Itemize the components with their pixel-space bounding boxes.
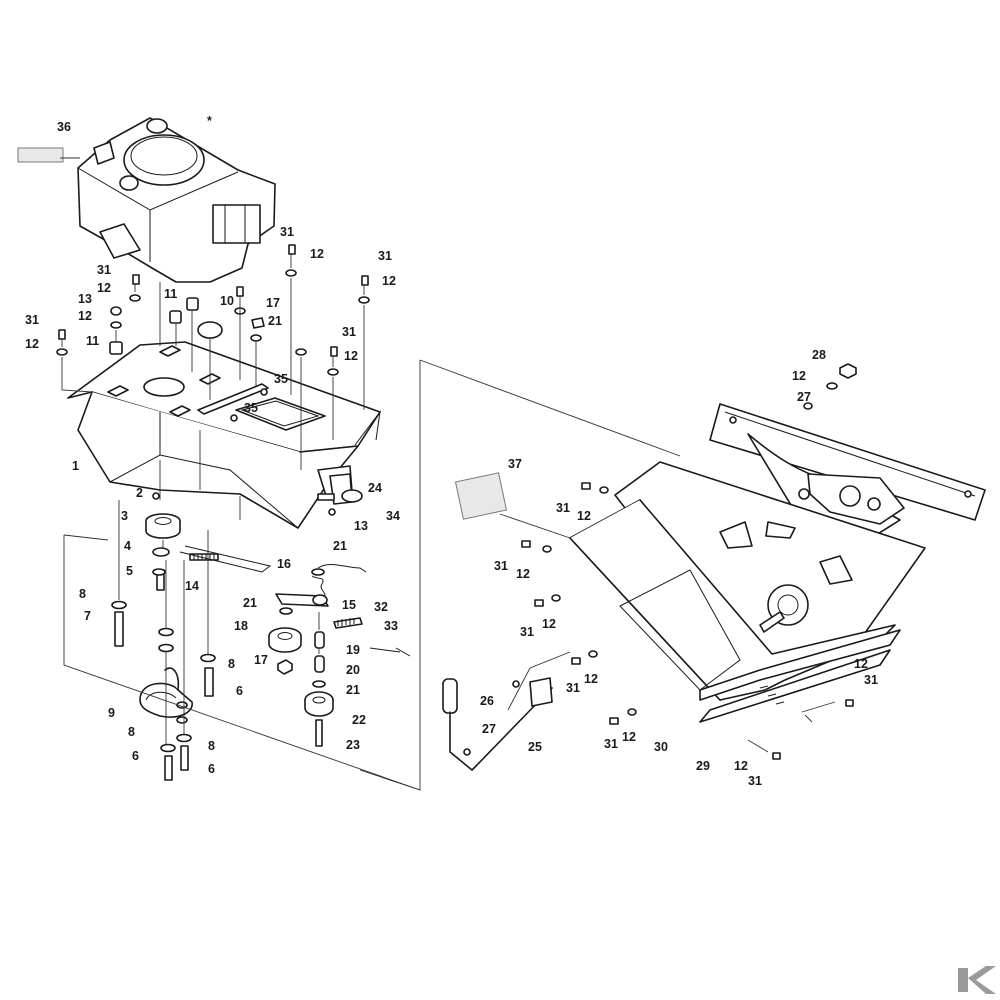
fasteners-right [521,363,857,760]
callout-32: 32 [374,600,388,614]
housing [67,341,381,529]
shaft-and-hood [569,499,901,723]
callout-6: 6 [236,684,243,698]
bracket-24 [317,473,363,516]
callout-12: 12 [25,337,39,351]
callout-12: 12 [577,509,591,523]
callout-12: 12 [310,247,324,261]
callout-31: 31 [520,625,534,639]
callout-20: 20 [346,663,360,677]
leaders-top [60,157,365,520]
callout-30: 30 [654,740,668,754]
callout-22: 22 [352,713,366,727]
callout-35: 35 [274,372,288,386]
callout-12: 12 [734,759,748,773]
leaders-pulley [118,500,209,744]
callout-24: 24 [368,481,382,495]
engine [77,117,276,283]
callout-12: 12 [854,657,868,671]
callout-1: 1 [72,459,79,473]
callout-17: 17 [266,296,280,310]
callout-12: 12 [97,281,111,295]
callout-13: 13 [78,292,92,306]
brand-mark-icon [958,966,996,994]
callout-8: 8 [128,725,135,739]
fasteners-top [56,244,370,422]
callout-4: 4 [124,539,131,553]
callout-31: 31 [864,673,878,687]
callout-12: 12 [344,349,358,363]
callout-27: 27 [797,390,811,404]
callout-7: 7 [84,609,91,623]
callout-21: 21 [268,314,282,328]
callout-10: 10 [220,294,234,308]
callout-21: 21 [243,596,257,610]
callout-33: 33 [384,619,398,633]
callout-31: 31 [97,263,111,277]
callout-9: 9 [108,706,115,720]
callout-37: 37 [508,457,522,471]
callout-28: 28 [812,348,826,362]
callout-11: 11 [86,334,99,348]
callout-14: 14 [185,579,199,593]
callout-29: 29 [696,759,710,773]
callout-36: 36 [57,120,71,134]
callout-12: 12 [78,309,92,323]
callout-34: 34 [386,509,400,523]
callout-31: 31 [494,559,508,573]
callout-6: 6 [208,762,215,776]
callout-31: 31 [604,737,618,751]
callout-11: 11 [164,287,177,301]
callout-15: 15 [342,598,356,612]
callout-12: 12 [792,369,806,383]
callout-8: 8 [79,587,86,601]
label-plate-37 [454,472,508,520]
callout-21: 21 [346,683,360,697]
callout-8: 8 [208,739,215,753]
callout-31: 31 [378,249,392,263]
callout-17: 17 [254,653,268,667]
tiller-frame [614,403,986,671]
callout-12: 12 [622,730,636,744]
callout-31: 31 [556,501,570,515]
callout-12: 12 [584,672,598,686]
callout-25: 25 [528,740,542,754]
callout-*: * [207,114,212,128]
callout-18: 18 [234,619,248,633]
callout-27: 27 [482,722,496,736]
callout-31: 31 [342,325,356,339]
callout-23: 23 [346,738,360,752]
callout-31: 31 [566,681,580,695]
callout-19: 19 [346,643,360,657]
callout-12: 12 [382,274,396,288]
callout-6: 6 [132,749,139,763]
callout-31: 31 [748,774,762,788]
assembly-outlines [63,359,681,791]
callout-3: 3 [121,509,128,523]
callout-8: 8 [228,657,235,671]
idler-assembly [268,563,411,747]
callout-16: 16 [277,557,291,571]
callout-21: 21 [333,539,347,553]
lever-assembly [442,677,553,771]
callout-26: 26 [480,694,494,708]
callout-35: 35 [244,401,258,415]
callout-5: 5 [126,564,133,578]
callout-12: 12 [542,617,556,631]
label-plate-36 [17,147,64,163]
callout-13: 13 [354,519,368,533]
callout-31: 31 [280,225,294,239]
callout-12: 12 [516,567,530,581]
callout-31: 31 [25,313,39,327]
callout-2: 2 [136,486,143,500]
pulley-assembly [111,492,272,781]
